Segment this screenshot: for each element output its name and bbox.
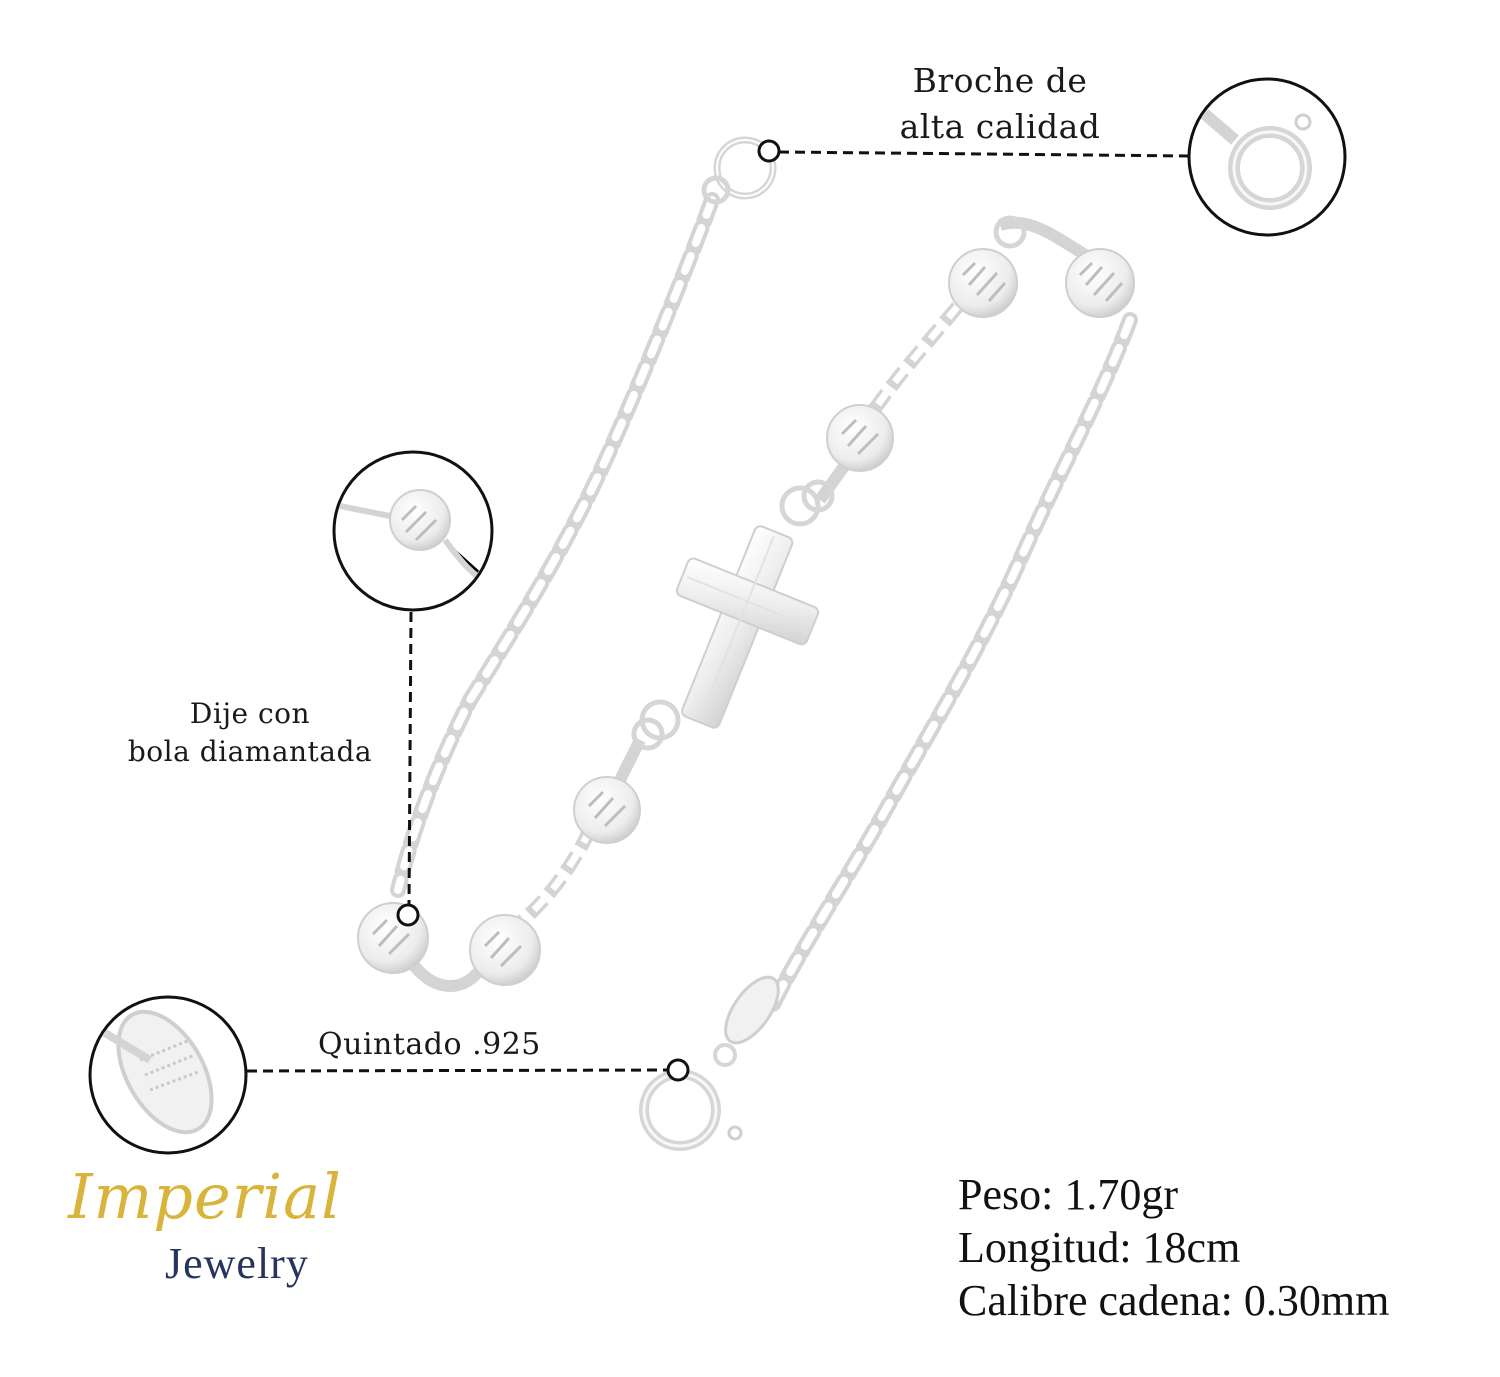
bead-top-left <box>948 248 1018 318</box>
detail-circle-stamp <box>88 995 248 1155</box>
cross-pendant <box>631 479 835 751</box>
brand-logo-word: Jewelry <box>165 1239 309 1288</box>
bead-bottom-middle <box>469 914 541 986</box>
bead-lower <box>573 776 641 844</box>
detail-circle-bead <box>332 450 494 612</box>
callout-label-stamp: Quintado .925 <box>318 1027 541 1062</box>
spec-weight: Peso: 1.70gr <box>958 1170 1178 1219</box>
chain-left <box>390 192 720 898</box>
chain-right <box>762 312 1138 1018</box>
callout-bead-line1: Dije con <box>189 697 311 730</box>
callout-clasp-line2: alta calidad <box>899 107 1101 146</box>
beads <box>357 248 1135 986</box>
bead-middle <box>826 404 894 472</box>
spec-length: Longitud: 18cm <box>958 1223 1241 1272</box>
bottom-clasp <box>639 975 780 1151</box>
callout-bead-line2: bola diamantada <box>127 735 373 768</box>
callout-lines <box>246 139 1191 1082</box>
chain-inner <box>405 216 1094 992</box>
callout-label-clasp: Broche de alta calidad <box>880 58 1120 150</box>
callout-label-bead: Dije con bola diamantada <box>110 695 390 771</box>
spec-list: Peso: 1.70gr Longitud: 18cm Calibre cade… <box>958 1168 1389 1327</box>
bead-top-right <box>1065 248 1135 318</box>
spec-gauge: Calibre cadena: 0.30mm <box>958 1276 1390 1325</box>
callout-clasp-line1: Broche de <box>912 61 1088 100</box>
detail-circle-clasp <box>1187 77 1347 237</box>
top-jump-ring <box>701 136 1027 249</box>
brand-logo-script: Imperial <box>68 1160 342 1233</box>
